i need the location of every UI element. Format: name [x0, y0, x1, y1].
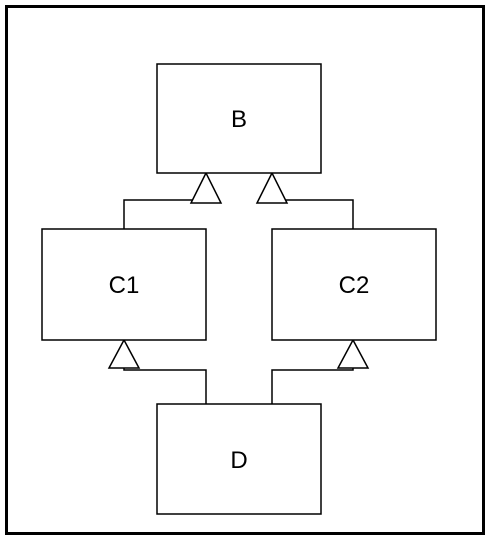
generalization-arrowhead-c1-b [189, 171, 223, 204]
edge-d-to-c1 [123, 364, 207, 404]
edge-c1-to-b [123, 199, 206, 229]
class-label-b: B [231, 106, 247, 133]
generalization-arrowhead-c2-b [255, 171, 289, 204]
class-label-c2: C2 [339, 272, 370, 299]
edge-c2-to-b [272, 199, 354, 229]
class-box-b[interactable]: B [156, 63, 322, 174]
diagram-frame [5, 5, 485, 535]
class-label-c1: C1 [109, 272, 140, 299]
class-label-d: D [230, 447, 247, 474]
edge-d-to-c2 [271, 364, 354, 404]
class-box-d[interactable]: D [156, 403, 322, 515]
generalization-arrowhead-d-c2 [336, 338, 370, 369]
class-box-c2[interactable]: C2 [271, 228, 437, 341]
class-box-c1[interactable]: C1 [41, 228, 207, 341]
generalization-arrowhead-d-c1 [107, 338, 141, 369]
